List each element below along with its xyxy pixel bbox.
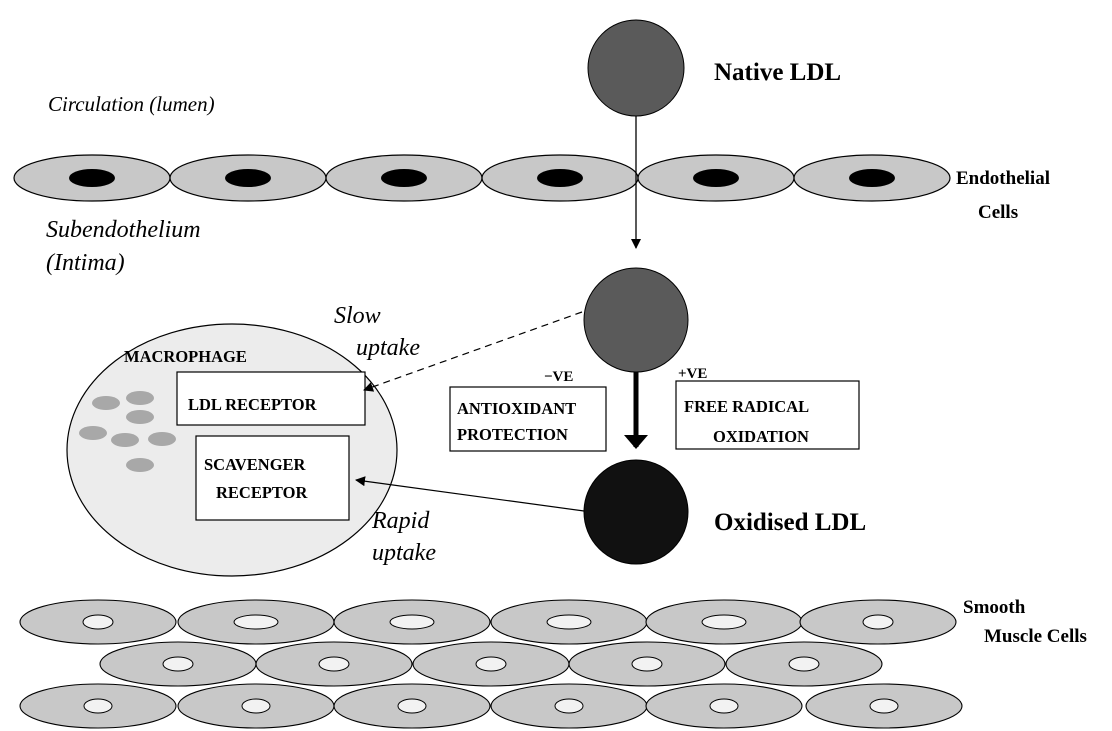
smooth-muscle-label-line2: Muscle Cells xyxy=(984,626,1087,647)
endothelial-nucleus xyxy=(225,169,271,187)
smooth-muscle-nucleus xyxy=(389,614,435,630)
smooth-muscle-label-line1: Smooth xyxy=(963,597,1026,618)
subendothelium-label-line2: (Intima) xyxy=(46,250,125,276)
smooth-muscle-nucleus xyxy=(862,614,894,630)
endothelial-cell-layer xyxy=(13,154,951,202)
free-radical-label-line2: OXIDATION xyxy=(713,427,809,446)
negative-effect-label: −VE xyxy=(544,369,573,385)
macrophage-granule xyxy=(148,432,176,446)
oxidised-ldl-label: Oxidised LDL xyxy=(714,509,866,536)
smooth-muscle-nucleus xyxy=(701,614,747,630)
smooth-muscle-nucleus xyxy=(397,698,427,714)
smooth-muscle-nucleus xyxy=(788,656,820,672)
antioxidant-protection-box xyxy=(449,386,607,452)
ldl-receptor-box xyxy=(176,371,366,426)
smooth-muscle-nucleus xyxy=(233,614,279,630)
endothelial-nucleus xyxy=(849,169,895,187)
macrophage-granule xyxy=(92,396,120,410)
smooth-muscle-nucleus xyxy=(241,698,271,714)
slow-uptake-arrow xyxy=(363,311,583,392)
smooth-muscle-cell-layer xyxy=(19,599,963,729)
oxidised-ldl-particle xyxy=(583,459,689,565)
rapid-uptake-label-line1: Rapid xyxy=(371,508,430,534)
endothelial-label-line2: Cells xyxy=(978,202,1018,223)
native-ldl-label: Native LDL xyxy=(714,59,841,86)
rapid-uptake-label-line2: uptake xyxy=(372,540,436,566)
smooth-muscle-nucleus xyxy=(709,698,739,714)
smooth-muscle-nucleus xyxy=(318,656,350,672)
positive-effect-label: +VE xyxy=(678,366,707,382)
circulation-label: Circulation (lumen) xyxy=(48,92,215,116)
macrophage-granule xyxy=(126,458,154,472)
macrophage-granule xyxy=(79,426,107,440)
smooth-muscle-nucleus xyxy=(631,656,663,672)
macrophage-granule xyxy=(126,410,154,424)
slow-uptake-label-line1: Slow xyxy=(334,303,381,329)
smooth-muscle-nucleus xyxy=(869,698,899,714)
endothelial-nucleus xyxy=(69,169,115,187)
scavenger-receptor-label-line2: RECEPTOR xyxy=(216,483,308,502)
smooth-muscle-nucleus xyxy=(83,698,113,714)
smooth-muscle-nucleus xyxy=(475,656,507,672)
scavenger-receptor-label-line1: SCAVENGER xyxy=(204,455,307,474)
native-ldl-particle xyxy=(587,19,685,117)
smooth-muscle-nucleus xyxy=(82,614,114,630)
smooth-muscle-nucleus xyxy=(546,614,592,630)
scavenger-receptor-box xyxy=(195,435,350,521)
rapid-uptake-arrow xyxy=(355,476,585,512)
endothelial-nucleus xyxy=(537,169,583,187)
antioxidant-label-line2: PROTECTION xyxy=(457,425,568,444)
free-radical-oxidation-box xyxy=(675,380,860,450)
ldl-in-intima-particle xyxy=(583,267,689,373)
smooth-muscle-nucleus xyxy=(554,698,584,714)
ldl-receptor-label: LDL RECEPTOR xyxy=(188,395,318,414)
endothelial-label-line1: Endothelial xyxy=(956,168,1050,189)
endothelial-nucleus xyxy=(693,169,739,187)
endothelial-nucleus xyxy=(381,169,427,187)
macrophage-label: MACROPHAGE xyxy=(124,347,247,366)
slow-uptake-label-line2: uptake xyxy=(356,335,420,361)
macrophage-granules xyxy=(79,391,176,472)
free-radical-label-line1: FREE RADICAL xyxy=(684,397,809,416)
macrophage-granule xyxy=(126,391,154,405)
smooth-muscle-nucleus xyxy=(162,656,194,672)
subendothelium-label-line1: Subendothelium xyxy=(46,217,201,243)
macrophage-granule xyxy=(111,433,139,447)
antioxidant-label-line1: ANTIOXIDANT xyxy=(457,399,576,418)
